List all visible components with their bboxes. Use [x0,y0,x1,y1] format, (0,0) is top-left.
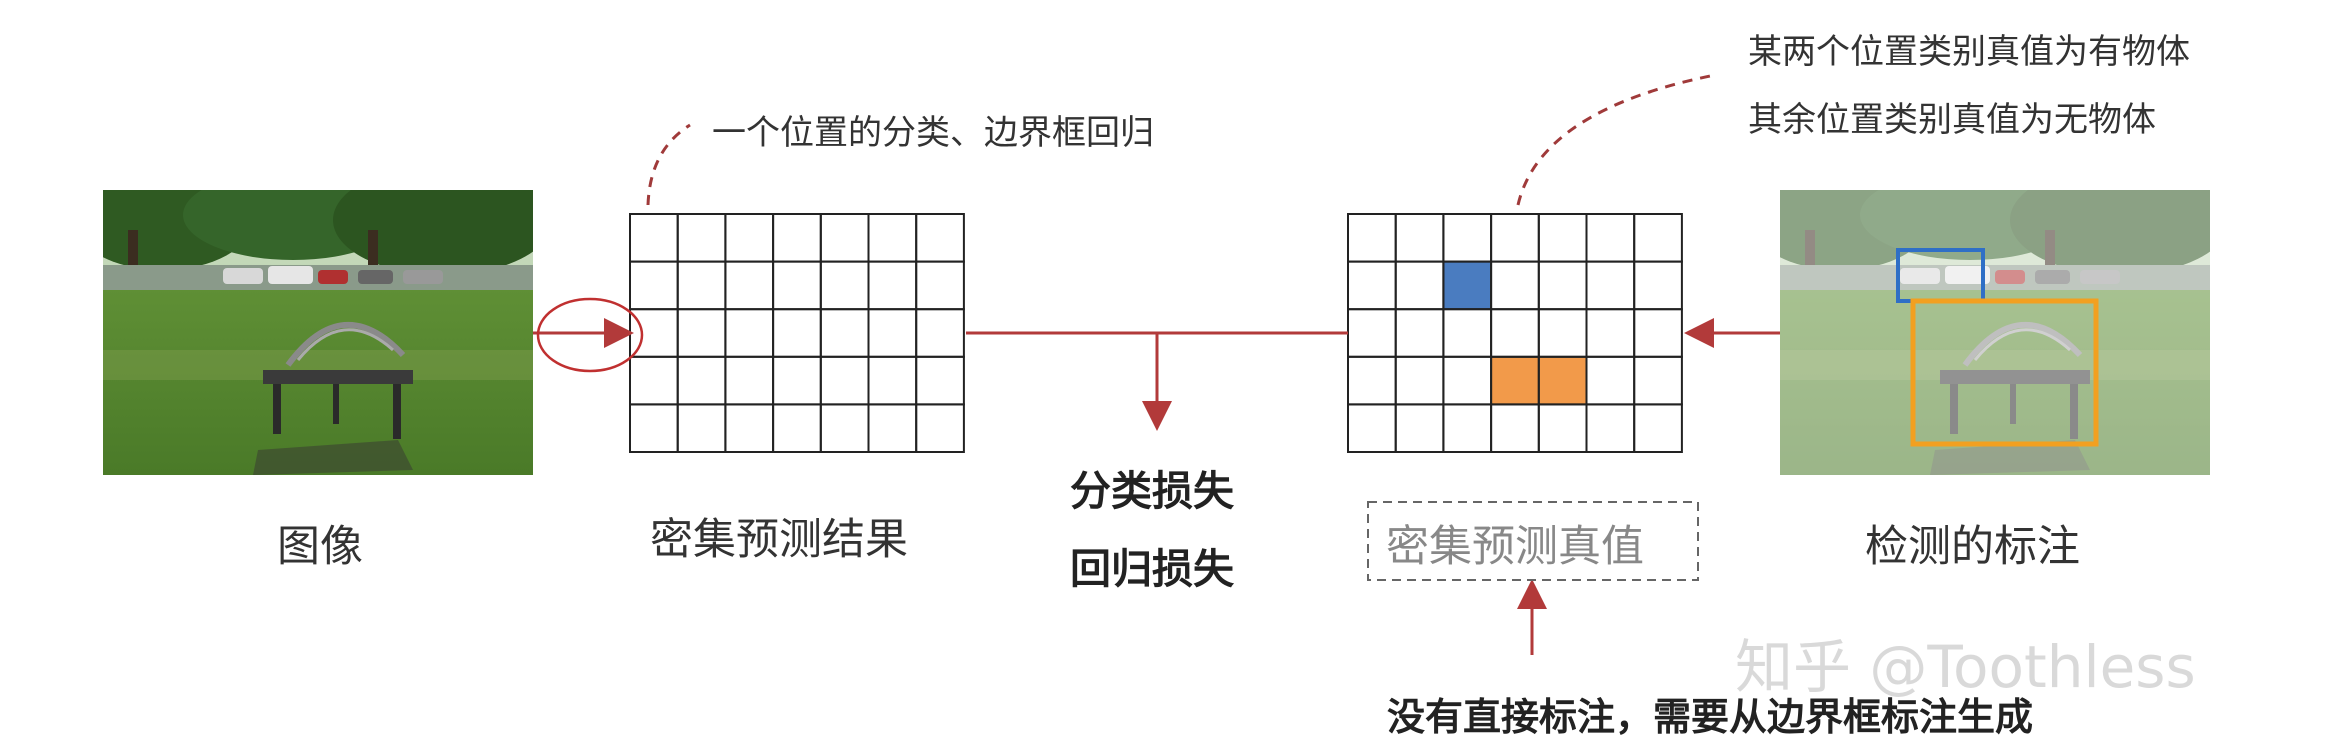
grid-cell [1633,355,1683,406]
label-detection-annotation: 检测的标注 [1865,522,2080,572]
label-dense-ground-truth: 密集预测真值 [1386,522,1644,572]
grid-cell [1633,213,1683,263]
label-classification-loss: 分类损失 [1070,467,1234,515]
orange-bounding-box [1910,298,2099,447]
red-circle-mark [536,297,644,373]
watermark: 知乎 @Toothless [1735,633,2196,701]
grid-cell [676,403,727,453]
grid-cell [819,355,870,406]
dashed-leader-right [1516,73,1716,206]
grid-cell [1537,260,1588,311]
grid-cell [1537,308,1588,358]
grid-cell [772,403,822,453]
grid-cell [1347,308,1397,358]
note-bottom: 没有直接标注，需要从边界框标注生成 [1387,695,2034,739]
grid-cell [915,355,965,406]
grid-cell [1490,403,1540,453]
dense-prediction-grid [629,213,965,453]
grid-cell [724,260,775,311]
highlighted-cell [1538,356,1587,405]
grid-cell [1537,213,1588,263]
grid-cell [1585,355,1636,406]
grid-cell [867,213,918,263]
grid-cell [1490,213,1540,263]
grid-cell [1585,213,1636,263]
grid-cell [1633,260,1683,311]
grid-cell [1442,403,1493,453]
grid-cell [772,308,822,358]
highlighted-cell [1491,356,1539,405]
grid-cell [1347,355,1397,406]
grid-cell [1394,355,1445,406]
grid-cell [867,403,918,453]
gt-label-dashed-box [1367,501,1699,581]
grid-cell [629,355,679,406]
grid-cell [1394,403,1445,453]
grid-cell [772,213,822,263]
annotated-image [1780,190,2210,475]
grid-cell [724,403,775,453]
dashed-leader-left [646,123,691,206]
grid-cell [1585,403,1636,453]
grid-cell [676,308,727,358]
grid-cell [629,213,679,263]
grid-cell [1585,308,1636,358]
grid-cell [1347,260,1397,311]
grid-cell [629,403,679,453]
grid-cell [1394,260,1445,311]
grid-cell [867,355,918,406]
grid-cell [1633,308,1683,358]
grid-cell [676,355,727,406]
grid-cell [724,308,775,358]
grid-cell [1633,403,1683,453]
grid-cell [915,403,965,453]
grid-cell [1442,308,1493,358]
grid-cell [1442,355,1493,406]
grid-cell [915,260,965,311]
grid-cell [1347,213,1397,263]
grid-cell [1394,213,1445,263]
grid-cell [1347,403,1397,453]
label-dense-prediction: 密集预测结果 [650,515,908,565]
label-regression-loss: 回归损失 [1070,545,1234,593]
grid-cell [915,308,965,358]
input-image [73,165,553,475]
grid-cell [819,213,870,263]
note-gt-line1: 某两个位置类别真值为有物体 [1748,32,2190,72]
grid-cell [1442,213,1493,263]
grid-cell [819,403,870,453]
grid-cell [867,308,918,358]
note-gt-line2: 其余位置类别真值为无物体 [1748,100,2156,140]
grid-cell [819,308,870,358]
grid-cell [676,260,727,311]
dense-ground-truth-grid [1347,213,1683,453]
grid-cell [1585,260,1636,311]
grid-cell [676,213,727,263]
note-per-position: 一个位置的分类、边界框回归 [712,113,1154,153]
grid-cell [867,260,918,311]
grid-cell [724,355,775,406]
grid-cell [772,355,822,406]
grid-cell [1537,403,1588,453]
grid-cell [1490,308,1540,358]
label-image: 图像 [277,522,363,572]
grid-cell [819,260,870,311]
grid-cell [772,260,822,311]
grid-cell [724,213,775,263]
grid-cell [1490,260,1540,311]
highlighted-cell [1443,261,1492,310]
grid-cell [915,213,965,263]
grid-cell [1394,308,1445,358]
grid-cell [629,260,679,311]
